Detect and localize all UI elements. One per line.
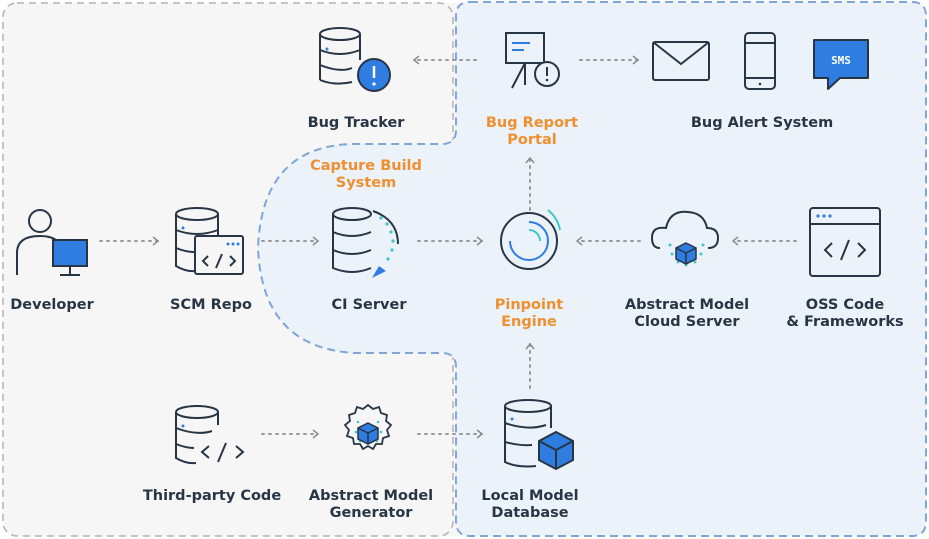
envelope-icon xyxy=(652,41,710,81)
target-rings-icon xyxy=(500,209,561,270)
bug-alert-system-label: Bug Alert System xyxy=(690,115,834,131)
phone-icon xyxy=(744,32,776,90)
code-window-icon xyxy=(809,207,881,277)
developer-label: Developer xyxy=(10,297,94,313)
database-cube-icon xyxy=(504,399,574,471)
person-computer-icon xyxy=(16,209,88,276)
connectors xyxy=(99,55,797,439)
scm-repo-label: SCM Repo xyxy=(170,297,252,313)
database-code-icon xyxy=(175,207,244,275)
sms-icon: SMS xyxy=(813,39,869,90)
database-alert-icon xyxy=(319,27,391,92)
ci-server-label: CI Server xyxy=(331,297,407,313)
cloud-cube-icon xyxy=(650,210,720,267)
third-party-code-label: Third-party Code xyxy=(142,488,282,504)
cloud-environment-panel xyxy=(256,1,927,537)
oss-code-label: OSS Code& Frameworks xyxy=(786,297,904,330)
sms-icon-text: SMS xyxy=(831,54,851,67)
bug-tracker-label: Bug Tracker xyxy=(307,115,405,131)
database-code-icon xyxy=(175,405,245,465)
gear-cube-icon xyxy=(343,403,393,451)
presentation-board-icon xyxy=(505,32,560,89)
database-refresh-icon xyxy=(332,207,399,278)
